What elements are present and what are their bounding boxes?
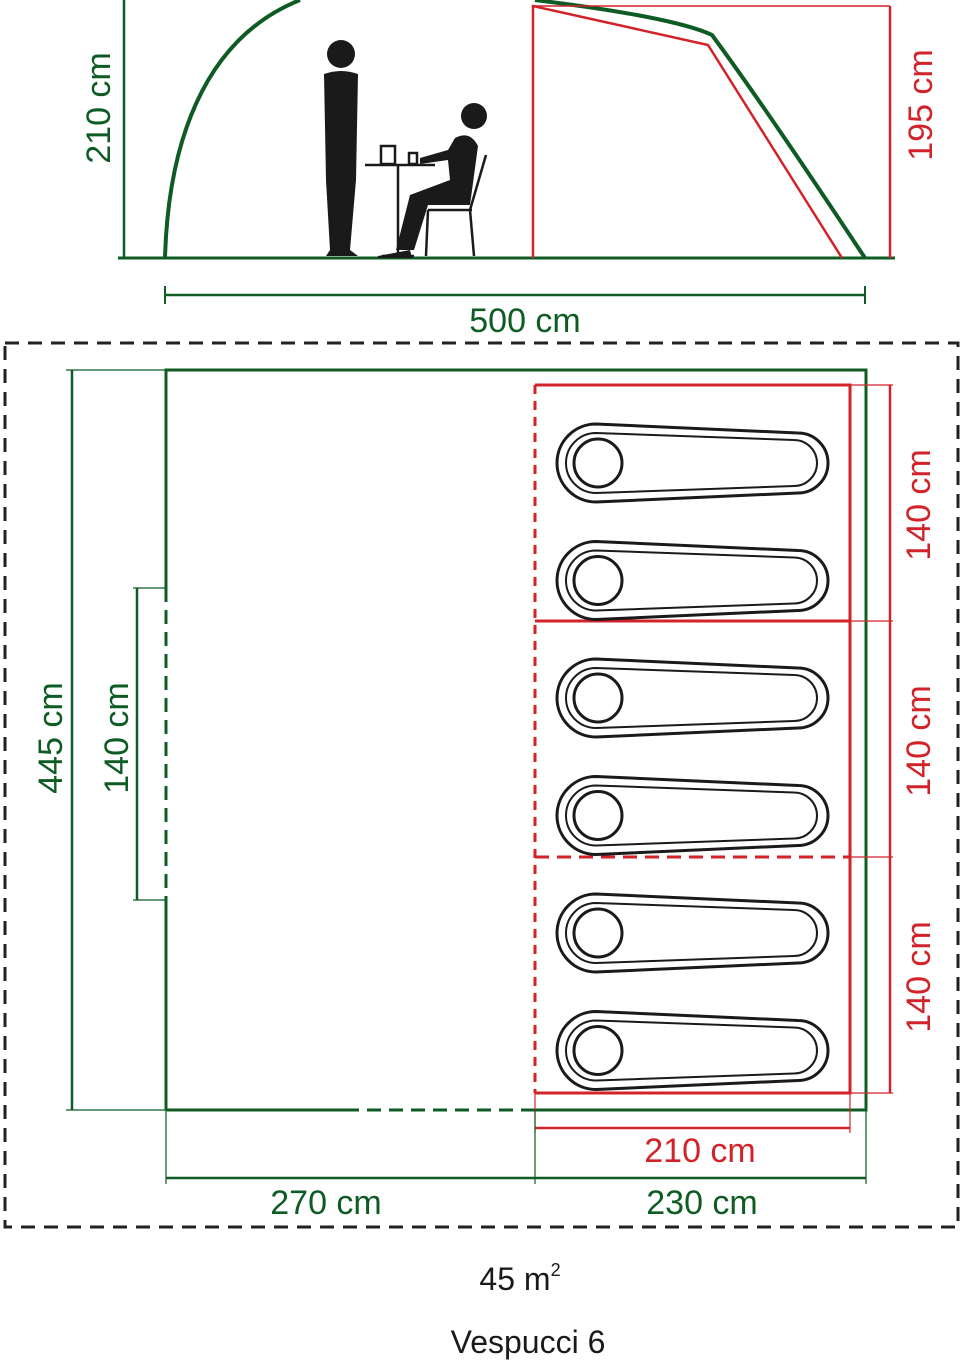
- seated-person-icon: [378, 103, 487, 258]
- area-value: 45 m: [479, 1261, 550, 1297]
- area-label: 45 m2: [479, 1260, 560, 1297]
- tent-rear-outline: [534, 0, 867, 260]
- height-bedroom-label: 195 cm: [902, 49, 940, 161]
- sleeping-bag-icon: [555, 422, 830, 504]
- chair-icon: [424, 154, 488, 257]
- bedroom-outline-side: [531, 4, 844, 259]
- sleeping-bag-icon: [555, 774, 830, 857]
- sleeping-bag-icon: [555, 1009, 830, 1092]
- model-name: Vespucci 6: [451, 1324, 606, 1360]
- door-width-label: 140 cm: [98, 682, 136, 794]
- tent-dome-outline: [163, 0, 301, 259]
- bedroom-depth-label-3: 140 cm: [900, 921, 938, 1033]
- area-unit-superscript: 2: [551, 1260, 561, 1280]
- sleeping-bag-icon: [555, 539, 830, 622]
- sleeping-area-length-label: 230 cm: [646, 1184, 758, 1222]
- side-view: 210 cm 195 cm 500 cm: [80, 0, 940, 340]
- sleeping-bag-icon: [555, 892, 830, 974]
- bedroom-outline: [535, 383, 852, 1095]
- length-label: 500 cm: [469, 302, 581, 340]
- depth-label: 445 cm: [32, 682, 70, 794]
- height-total-label: 210 cm: [80, 52, 118, 164]
- tent-floor-outline: [164, 368, 868, 1112]
- bedroom-length-label: 210 cm: [644, 1132, 756, 1170]
- footer: 45 m2 Vespucci 6: [451, 1260, 606, 1360]
- floor-plan: 445 cm 140 cm 140 cm 140 cm 140 cm 210 c…: [3, 341, 960, 1229]
- bedroom-depth-label-2: 140 cm: [900, 685, 938, 797]
- footprint-border: [3, 341, 960, 1229]
- sleeping-bag-icon: [555, 657, 830, 739]
- bedroom-depth-label-1: 140 cm: [900, 449, 938, 561]
- sleeping-bags: [555, 422, 830, 1092]
- living-length-label: 270 cm: [270, 1184, 382, 1222]
- standing-person-icon: [324, 40, 358, 256]
